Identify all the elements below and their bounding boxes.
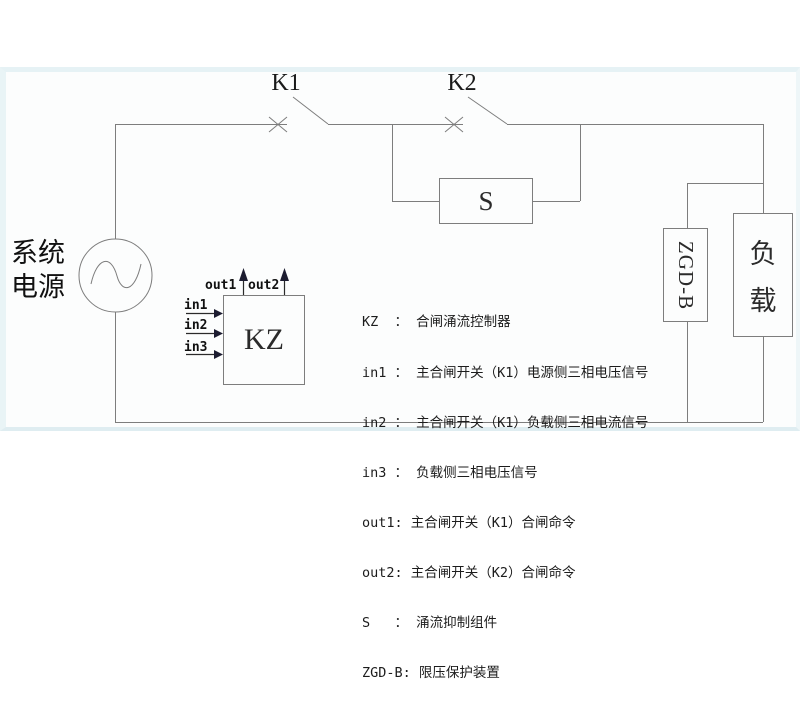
- system-power-line1: 系统: [11, 238, 65, 268]
- load-box: 负 载: [733, 213, 793, 337]
- in1-label: in1: [184, 298, 208, 313]
- s-bypass-wires: [392, 124, 581, 202]
- out1-label: out1: [205, 278, 237, 293]
- legend-line-in3: in3 ： 负载侧三相电压信号: [362, 464, 538, 481]
- legend-line-out2: out2: 主合闸开关（K2）合闸命令: [362, 564, 576, 581]
- system-power-line2: 电源: [11, 272, 65, 302]
- in2-label: in2: [184, 318, 208, 333]
- system-power-label: 系统 电源: [6, 236, 70, 304]
- legend-line-kz: KZ ： 合闸涌流控制器: [362, 314, 511, 331]
- switch-k1-label: K1: [271, 70, 301, 96]
- legend-line-in1: in1 ： 主合闸开关（K1）电源侧三相电压信号: [362, 364, 649, 381]
- circuit-svg: [78, 96, 764, 423]
- controller-box: KZ: [223, 295, 305, 385]
- legend-line-zgdb: ZGD-B: 限压保护装置: [362, 665, 500, 682]
- main-loop-wires: [115, 124, 764, 423]
- switch-k2-symbol: [444, 96, 508, 133]
- switch-k1-symbol: [268, 96, 329, 133]
- circuit-layer: K1 K2 系统 电源 S KZ out1 out2 in1 in2 in3 Z…: [6, 70, 793, 681]
- legend-line-out1: out1: 主合闸开关（K1）合闸命令: [362, 514, 576, 531]
- legend-line-in2: in2 ： 主合闸开关（K1）负载侧三相电流信号: [362, 414, 649, 431]
- kz-output-arrows: [239, 268, 289, 295]
- load-char1: 负: [749, 239, 777, 269]
- legend-line-s: S ： 涌流抑制组件: [362, 614, 498, 631]
- zgd-branch-wires: [687, 183, 764, 422]
- ac-source-icon: [78, 238, 153, 313]
- protector-box: ZGD-B: [663, 228, 708, 322]
- load-char2: 载: [749, 286, 777, 316]
- suppressor-box: S: [439, 178, 533, 224]
- controller-label: KZ: [244, 323, 284, 356]
- kz-input-arrows: [186, 309, 223, 359]
- suppressor-label: S: [478, 185, 494, 216]
- switch-k2-label: K2: [447, 70, 477, 96]
- legend: KZ ： 合闸涌流控制器 in1 ： 主合闸开关（K1）电源侧三相电压信号 in…: [362, 281, 692, 715]
- in3-label: in3: [184, 340, 208, 355]
- out2-label: out2: [248, 278, 280, 293]
